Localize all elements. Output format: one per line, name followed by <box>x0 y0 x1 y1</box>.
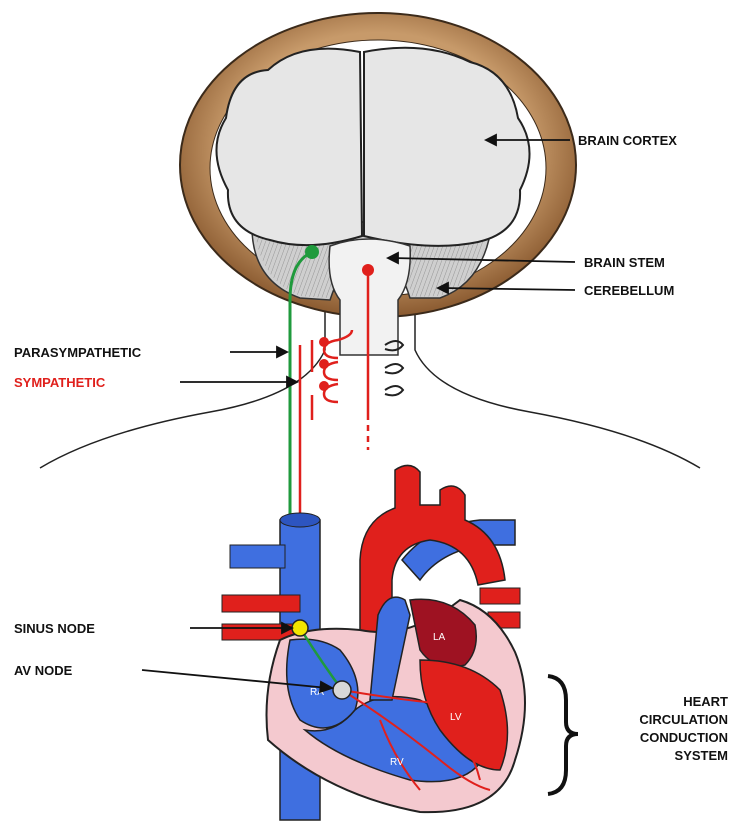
label-av-node: AV NODE <box>14 663 73 678</box>
av-node <box>333 681 351 699</box>
label-brain-cortex: BRAIN CORTEX <box>578 133 677 148</box>
label-sinus-node: SINUS NODE <box>14 621 95 636</box>
label-lv: LV <box>450 712 462 723</box>
label-heart-line-1: HEART <box>683 694 728 709</box>
label-heart-line-2: CIRCULATION <box>639 712 728 727</box>
chain-ganglion-2 <box>319 359 329 369</box>
vena-cava-top <box>280 513 320 527</box>
sympathetic-origin-dot <box>362 264 374 276</box>
label-heart-line-4: SYSTEM <box>675 748 728 763</box>
heart-group-brace <box>548 676 578 794</box>
pulmonary-veins-left <box>230 545 285 568</box>
parasympathetic-origin-dot <box>305 245 319 259</box>
sinus-node <box>292 620 308 636</box>
label-parasympathetic: PARASYMPATHETIC <box>14 345 142 360</box>
label-heart-line-3: CONDUCTION <box>640 730 728 745</box>
label-sympathetic: SYMPATHETIC <box>14 375 106 390</box>
label-brain-stem: BRAIN STEM <box>584 255 665 270</box>
chain-ganglion-3 <box>319 381 329 391</box>
label-la: LA <box>433 632 446 643</box>
chain-ganglion-1 <box>319 337 329 347</box>
label-cerebellum: CEREBELLUM <box>584 283 674 298</box>
label-rv: RV <box>390 757 404 768</box>
